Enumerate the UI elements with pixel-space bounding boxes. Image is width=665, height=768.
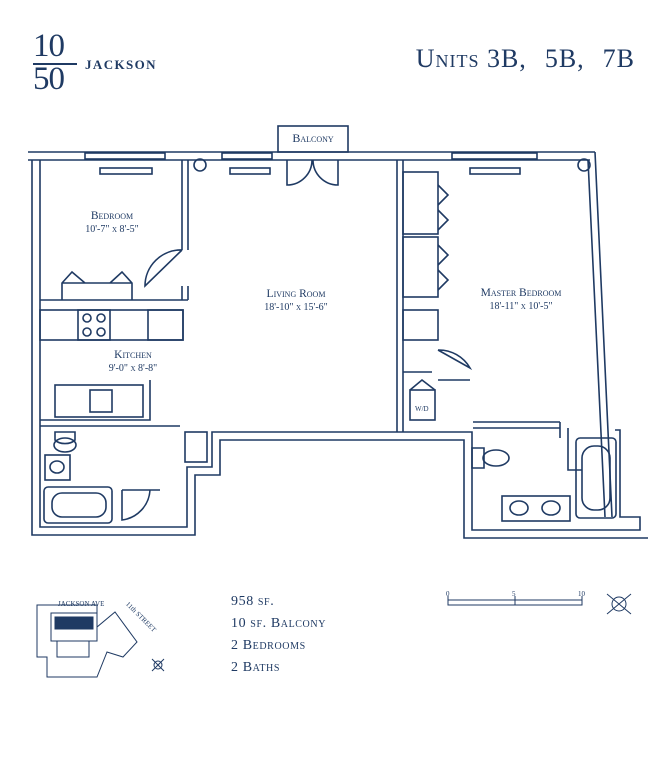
closet <box>402 236 439 298</box>
units-title-part-2: 5B, <box>544 44 585 73</box>
bedroom-dims: 10'-7" x 8'-5" <box>85 224 139 235</box>
interior-wall <box>181 160 189 300</box>
counter <box>39 309 184 341</box>
window <box>229 167 271 175</box>
balcony-box <box>277 125 349 153</box>
units-title: Units 3B, 5B, 7B <box>416 44 635 74</box>
bath-2-toilet <box>471 447 485 469</box>
interior-wall <box>403 371 470 381</box>
logo-number-bottom: 50 <box>33 61 65 97</box>
logo-name: JACKSON <box>85 57 157 72</box>
living-room-label: Living Room 18'-10" x 15'-6" <box>264 287 327 315</box>
window <box>84 152 166 160</box>
key-map-street-1: JACKSON AVE <box>58 600 105 608</box>
counter <box>54 384 144 418</box>
scale-tick-0: 0 <box>446 590 450 598</box>
utility-closet <box>184 431 208 463</box>
scale-bar <box>447 593 632 615</box>
key-map <box>36 604 165 678</box>
closet <box>402 171 439 235</box>
exterior-wall <box>587 151 613 518</box>
master-bedroom-dims: 18'-11" x 10'-5" <box>489 301 553 312</box>
sink <box>89 389 113 413</box>
master-bedroom-label: Master Bedroom 18'-11" x 10'-5" <box>481 286 562 314</box>
bath-1-tub <box>43 486 113 524</box>
bedroom-label: Bedroom 10'-7" x 8'-5" <box>85 209 138 237</box>
logo-divider <box>33 63 77 65</box>
bath-1-door <box>121 489 160 521</box>
units-title-part-1: Units 3B, <box>415 44 527 73</box>
washer-dryer <box>409 389 436 421</box>
closet-doors <box>61 270 133 300</box>
exterior-wall <box>31 160 648 539</box>
column <box>577 158 591 172</box>
units-title-part-3: 7B <box>602 44 635 73</box>
bath-2-door <box>567 428 582 471</box>
kitchen-name: Kitchen <box>114 349 152 361</box>
fridge <box>147 309 184 341</box>
unit-info: 958 sf. 10 sf. Balcony 2 Bedrooms 2 Bath… <box>231 591 326 679</box>
balcony-label: Balcony <box>292 131 334 145</box>
info-area: 958 sf. <box>231 594 275 609</box>
window <box>469 167 521 175</box>
unit-location <box>54 616 94 630</box>
master-door <box>437 349 473 371</box>
logo-number-top: 10 <box>33 28 65 64</box>
info-balcony: 10 sf. Balcony <box>231 616 327 631</box>
scale-tick-10: 10 <box>578 590 585 598</box>
stove <box>77 309 111 341</box>
brand-logo: 10 50 JACKSON <box>33 30 193 100</box>
master-bedroom-name: Master Bedroom <box>480 287 562 299</box>
bedroom-door <box>144 249 183 288</box>
info-bedrooms: 2 Bedrooms <box>231 638 306 653</box>
bath-2-tub <box>575 437 617 519</box>
column <box>193 158 207 172</box>
living-room-name: Living Room <box>266 288 326 300</box>
washer-dryer-label: W/D <box>415 405 429 413</box>
bath-2-vanity <box>501 495 571 522</box>
bedroom-name: Bedroom <box>90 210 134 222</box>
interior-wall <box>40 380 180 427</box>
bath-1-vanity <box>44 454 71 481</box>
window <box>451 152 538 160</box>
balcony-door <box>286 159 339 186</box>
window <box>99 167 153 175</box>
scale-tick-5: 5 <box>512 590 516 598</box>
kitchen-label: Kitchen 9'-0" x 8'-8" <box>109 348 157 376</box>
closet <box>402 309 439 341</box>
interior-wall <box>396 160 404 432</box>
info-baths: 2 Baths <box>231 660 281 675</box>
window <box>221 152 273 160</box>
kitchen-dims: 9'-0" x 8'-8" <box>108 363 158 374</box>
living-room-dims: 18'-10" x 15'-6" <box>264 302 328 313</box>
interior-wall <box>473 421 561 438</box>
